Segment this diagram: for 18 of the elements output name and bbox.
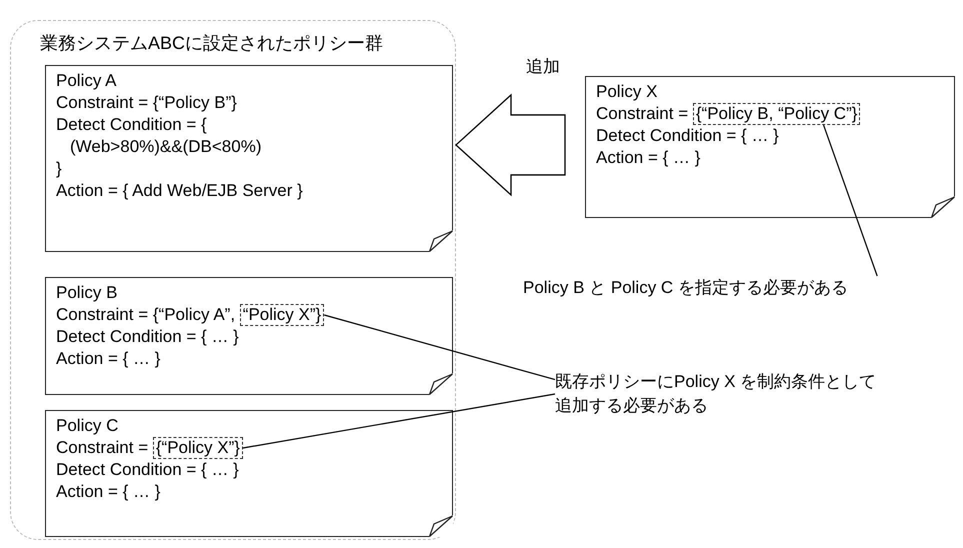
- policy-text-line: Action = { Add Web/EJB Server }: [56, 181, 303, 200]
- policy-text-line: Detect Condition = { … }: [56, 327, 239, 346]
- group-title: 業務システムABCに設定されたポリシー群: [40, 32, 384, 55]
- policy-text-line: Constraint = {“Policy A”,: [56, 305, 236, 324]
- policy-text-line: Action = { … }: [56, 482, 160, 501]
- policy-text-line: Action = { … }: [596, 148, 700, 167]
- policy-text-line: Policy C: [56, 416, 118, 435]
- policy-text-line: Policy A: [56, 71, 116, 90]
- policy-text-line: Policy X: [596, 82, 658, 101]
- policy-text-line: Policy B: [56, 283, 118, 302]
- policy-text-line: Constraint =: [596, 104, 688, 123]
- policy-text-line: Detect Condition = { (Web>80%)&&(DB<80%) }: [56, 114, 262, 180]
- policy-text-line: Detect Condition = { … }: [596, 126, 779, 145]
- policy-text-line: Detect Condition = { … }: [56, 460, 239, 479]
- policy-text-line: Constraint = {“Policy B”}: [56, 93, 237, 112]
- edge-label: 追加: [526, 56, 560, 78]
- policy-text-line: Action = { … }: [56, 349, 160, 368]
- policy-text-line: Constraint =: [56, 438, 148, 457]
